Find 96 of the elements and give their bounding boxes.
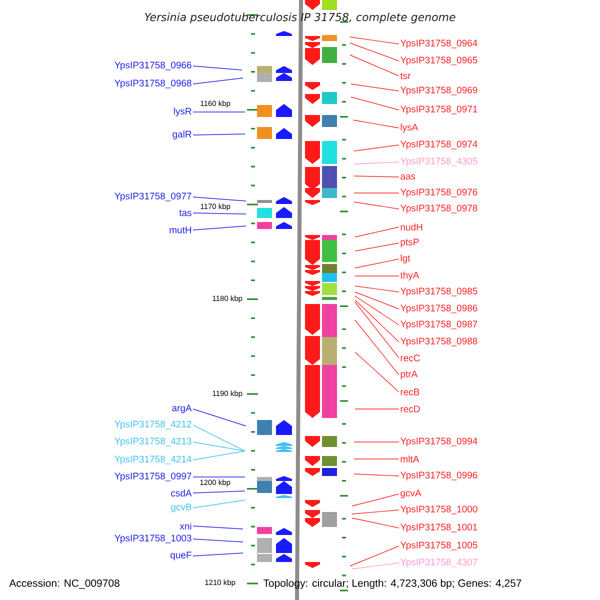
gene-label: YpsIP31758_0988 (400, 338, 478, 346)
leader-line (354, 176, 400, 178)
leader-line (354, 458, 400, 460)
gene-label: thyA (400, 272, 420, 280)
gene-label: YpsIP31758_0994 (400, 438, 478, 446)
gene-label: recB (400, 388, 420, 396)
title: Yersinia pseudotuberculosis IP 31758, complete genome (144, 12, 456, 24)
gene-label: lysA (400, 124, 418, 132)
gene-label: YpsIP31758_1000 (400, 506, 478, 514)
leader-line (354, 286, 400, 292)
gene-label: recC (400, 354, 420, 362)
gene-label: YpsIP31758_4214 (114, 456, 192, 464)
leader-line (352, 562, 400, 570)
gene-label: YpsIP31758_4212 (114, 420, 192, 430)
leader-line (192, 212, 246, 214)
leader-line (350, 84, 400, 92)
leader-line (350, 96, 400, 110)
leader-line (354, 352, 400, 392)
gene-label: nudH (400, 224, 422, 230)
gene-label: mltA (400, 456, 420, 462)
gene-label: YpsIP31758_0976 (400, 188, 478, 198)
leader-line (354, 296, 400, 326)
gene-label: YpsIP31758_4213 (114, 438, 192, 446)
leader-line (354, 320, 400, 376)
gene-label: tsr (400, 72, 411, 80)
leader-line (192, 134, 246, 136)
leader-line (192, 538, 244, 542)
gene-label: YpsIP31758_0964 (400, 40, 478, 48)
gene-label: YpsIP31758_1005 (400, 542, 478, 550)
gene-label: recD (400, 406, 420, 412)
accession-text: Accession: NC_009708 (9, 579, 120, 589)
leader-line (192, 526, 244, 530)
leader-line (352, 518, 400, 528)
gene-label: lgt (400, 254, 410, 264)
leader-line (350, 54, 400, 76)
leader-line (352, 120, 400, 128)
genome-info-text: Topology: circular; Length: 4,723,306 bp; Genes: 4,257 (263, 579, 522, 589)
gene-label: ptsP (400, 238, 419, 248)
gene-label: gcvB (171, 504, 192, 512)
gene-label: gcvA (400, 490, 422, 498)
leader-line (192, 226, 246, 230)
leader-line (192, 500, 246, 508)
gene-label: YpsIP31758_1003 (114, 534, 192, 544)
gene-label: YpsIP31758_0966 (114, 62, 192, 70)
leader-line (192, 424, 246, 452)
gene-label: mutH (170, 226, 192, 234)
gene-label: YpsIP31758_0997 (114, 472, 192, 482)
leader-line (354, 162, 400, 164)
gene-label: YpsIP31758_1001 (400, 524, 478, 532)
leader-line (350, 42, 400, 62)
gene-label: csdA (171, 490, 192, 496)
leader-line (192, 442, 246, 452)
leader-line (350, 36, 400, 44)
leader-line (354, 226, 400, 238)
gene-label: YpsIP31758_0971 (400, 106, 478, 114)
gene-label: aas (400, 174, 416, 180)
leader-line (354, 202, 400, 210)
gene-label: YpsIP31758_0968 (114, 80, 192, 88)
leader-line (354, 300, 400, 342)
gene-label: YpsIP31758_4307 (400, 558, 478, 568)
leader-line (354, 242, 400, 252)
leader-line (354, 302, 400, 358)
gene-label: YpsIP31758_0969 (400, 86, 478, 96)
leader-line (354, 408, 400, 410)
leader-line (192, 196, 246, 202)
leader-line (350, 546, 400, 566)
leader-line (354, 192, 400, 194)
gene-label: ptrA (400, 370, 418, 380)
gene-label: YpsIP31758_0978 (400, 204, 478, 214)
leader-line (192, 476, 246, 478)
gene-label: xni (180, 522, 192, 530)
leader-line (192, 66, 242, 70)
leader-line (354, 292, 400, 310)
leader-line (354, 474, 400, 476)
gene-label: YpsIP31758_4305 (400, 158, 478, 166)
leader-line (192, 450, 246, 460)
gene-label: argA (172, 404, 192, 414)
gene-label: YpsIP31758_0996 (400, 472, 478, 480)
gene-label: YpsIP31758_0965 (400, 56, 478, 66)
gene-label: queF (170, 552, 192, 560)
gene-label: YpsIP31758_0987 (400, 320, 478, 330)
leader-line (192, 490, 246, 494)
gene-label: lysR (174, 108, 192, 116)
leader-line (192, 552, 244, 556)
gene-label: YpsIP31758_0977 (114, 192, 192, 202)
leader-line (192, 408, 246, 426)
gene-label: galR (172, 130, 192, 140)
gene-label: YpsIP31758_0985 (400, 288, 478, 296)
gene-label: YpsIP31758_0974 (400, 140, 478, 150)
leader-line (354, 144, 400, 152)
leader-line (354, 258, 400, 268)
leader-line (352, 494, 400, 506)
gene-label: tas (179, 210, 192, 216)
gene-label: YpsIP31758_0986 (400, 304, 478, 314)
leader-line (352, 510, 400, 514)
leader-line (192, 78, 244, 84)
